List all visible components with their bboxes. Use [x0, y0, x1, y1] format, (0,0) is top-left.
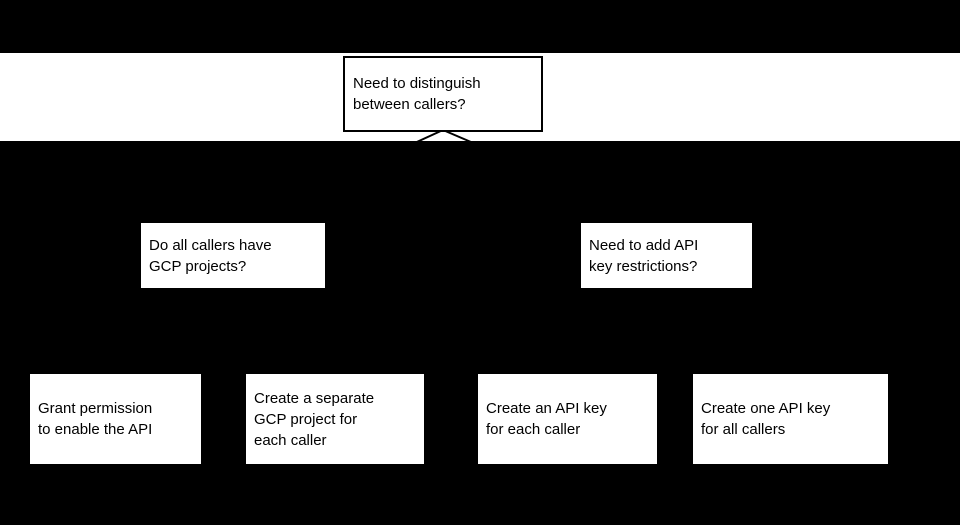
- node-text-line: for all callers: [701, 421, 786, 438]
- node-text: Do all callers have GCP projects?: [149, 235, 272, 277]
- node-text-line: Create an API key: [486, 400, 607, 417]
- node-text-line: Create one API key: [701, 400, 831, 417]
- node-text: Create an API key for each caller: [486, 398, 607, 440]
- outcome-node-separate-gcp-project: Create a separate GCP project for each c…: [246, 374, 424, 464]
- node-text-line: between callers?: [353, 96, 466, 113]
- node-text-line: Need to distinguish: [353, 75, 481, 92]
- decision-node-distinguish-callers: Need to distinguish between callers?: [343, 56, 543, 132]
- node-text-line: GCP project for: [254, 410, 358, 428]
- outcome-node-api-key-each-caller: Create an API key for each caller: [478, 374, 657, 464]
- outcome-node-one-api-key-all-callers: Create one API key for all callers: [693, 374, 888, 464]
- node-text-line: GCP projects?: [149, 257, 247, 275]
- node-text-line: for each caller: [486, 421, 581, 438]
- node-text-line: Do all callers have: [149, 236, 272, 254]
- node-text: Create one API key for all callers: [701, 398, 830, 440]
- outcome-node-grant-permission: Grant permission to enable the API: [30, 374, 201, 464]
- node-text: Grant permission to enable the API: [38, 398, 152, 440]
- decision-node-api-key-restrictions: Need to add API key restrictions?: [581, 223, 752, 288]
- node-text-line: Need to add API: [589, 236, 699, 254]
- decision-node-gcp-projects: Do all callers have GCP projects?: [141, 223, 325, 288]
- node-text: Need to add API key restrictions?: [589, 235, 698, 277]
- node-text-line: to enable the API: [38, 421, 153, 438]
- connector-line-right: [442, 129, 668, 227]
- node-text: Need to distinguish between callers?: [353, 73, 481, 115]
- node-text: Create a separate GCP project for each c…: [254, 388, 374, 451]
- node-text-line: each caller: [254, 431, 327, 449]
- connector-line-left: [232, 129, 444, 227]
- node-text-line: key restrictions?: [589, 257, 698, 275]
- node-text-line: Create a separate: [254, 389, 375, 407]
- node-text-line: Grant permission: [38, 400, 153, 417]
